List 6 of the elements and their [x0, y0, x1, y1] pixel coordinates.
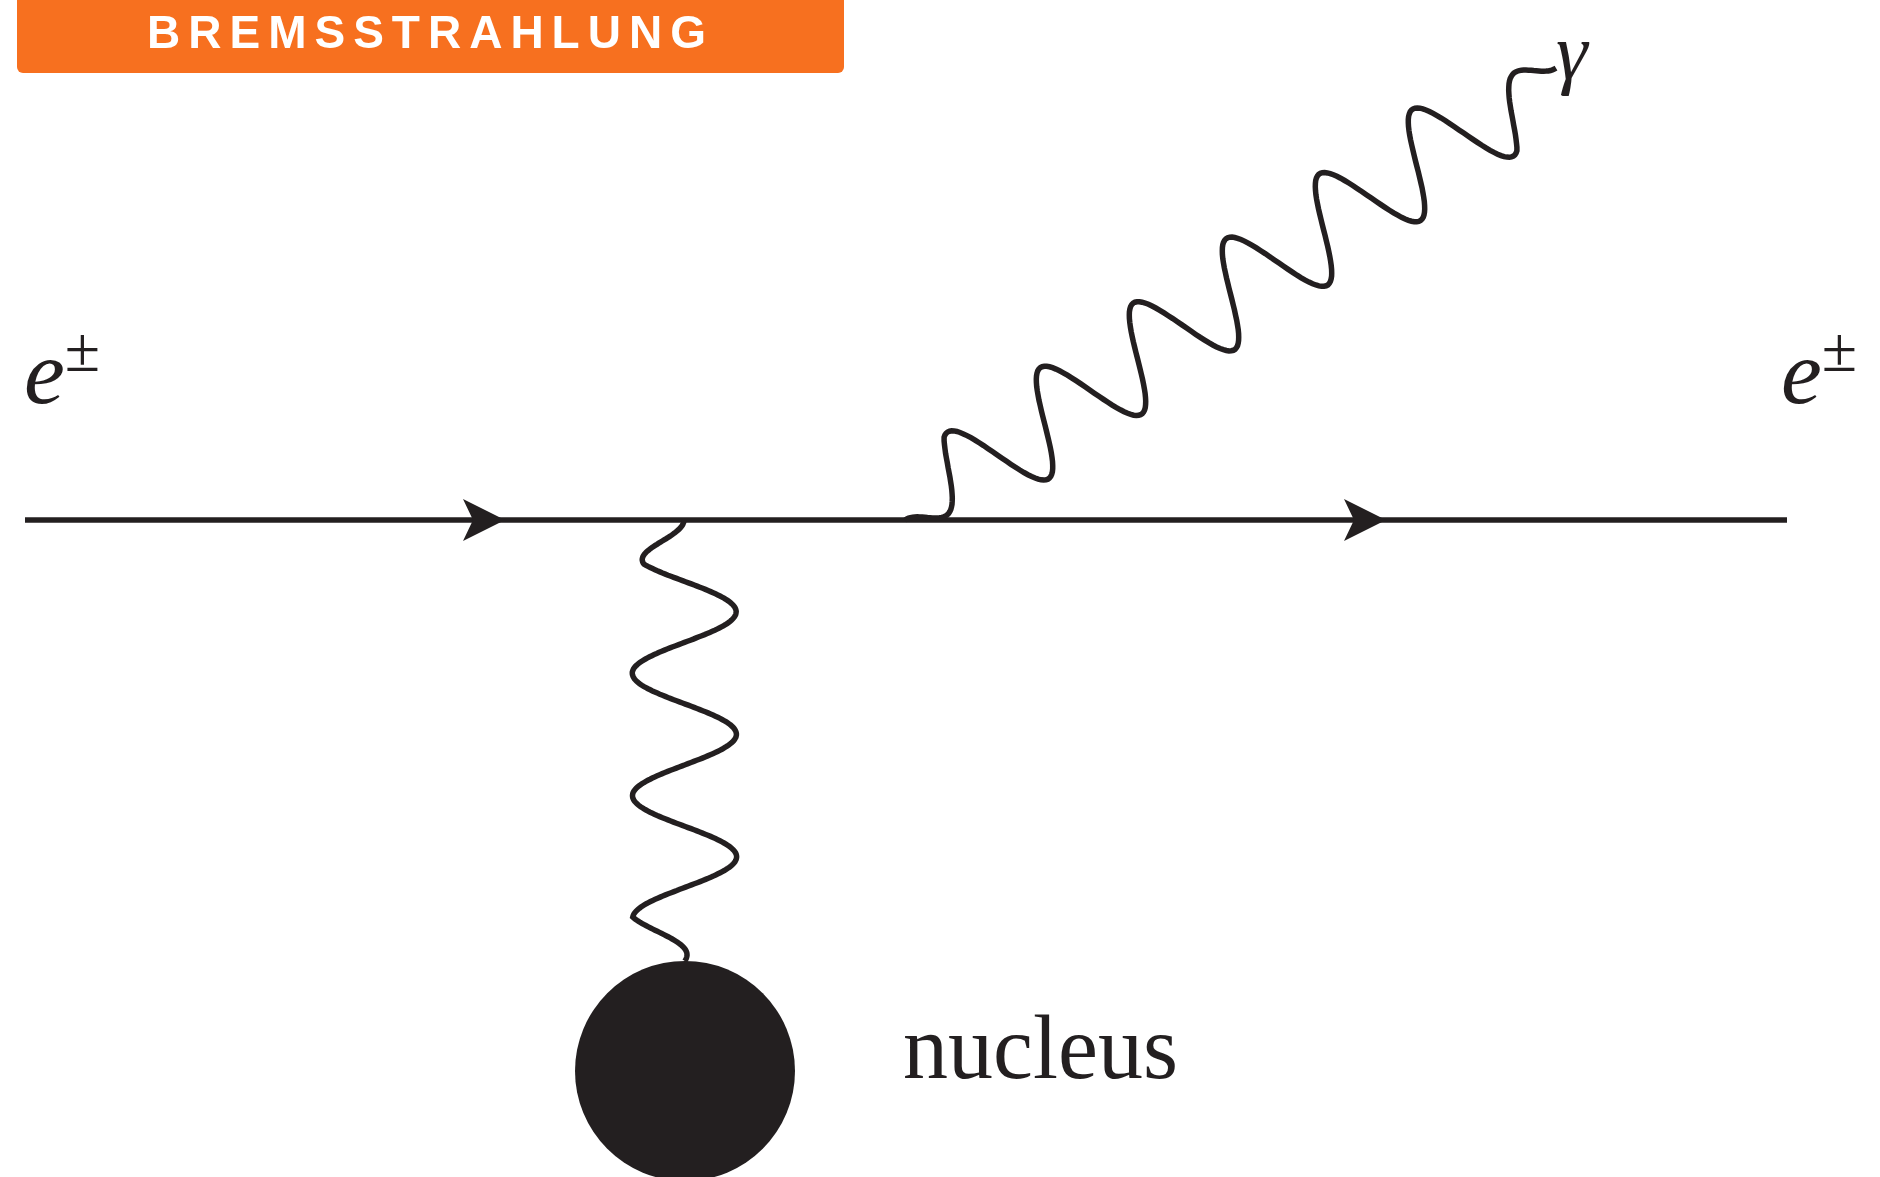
particle-symbol: e$^{±}$	[24, 318, 101, 419]
particle-symbol: e$^{±}$	[1781, 318, 1858, 419]
photon-wave-line	[903, 65, 1558, 523]
title-banner: BREMSSTRAHLUNG	[17, 0, 844, 73]
particle-label: nucleus	[903, 1003, 1178, 1093]
exchange-photon-wave-line	[629, 518, 740, 963]
